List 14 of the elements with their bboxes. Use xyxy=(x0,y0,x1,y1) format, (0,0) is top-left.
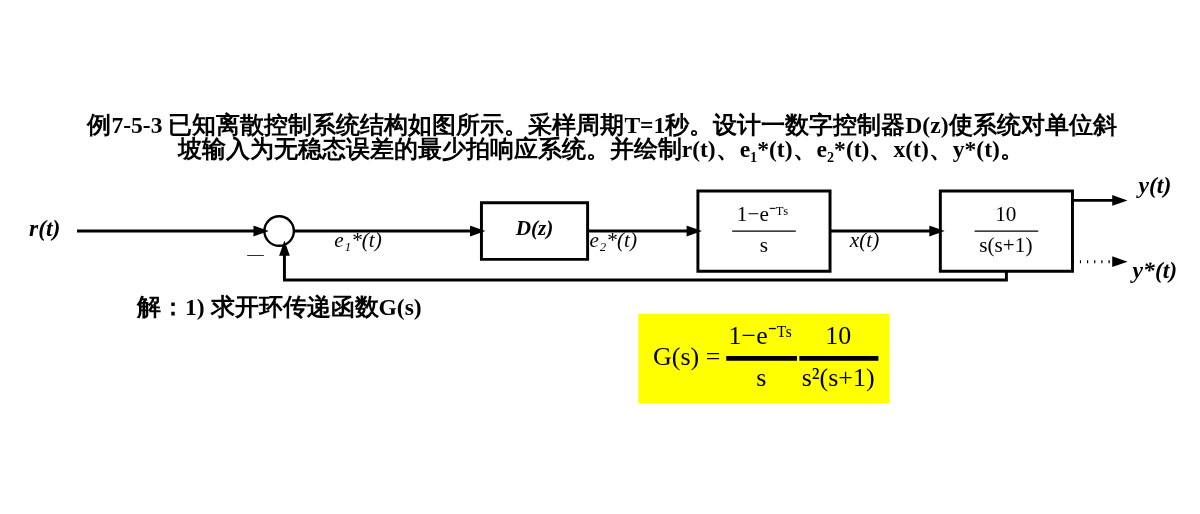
node-label: — xyxy=(247,244,264,264)
node-text: r(t) xyxy=(29,214,61,241)
label: G(s) = xyxy=(653,342,721,372)
label: 10 xyxy=(825,320,852,350)
edge-label: x(t) xyxy=(849,227,880,252)
label: s xyxy=(756,363,767,393)
diagram-title: 例7-5-3 已知离散控制系统结构如图所示。采样周期T=1秒。设计一数字控制器D(z)使系统对单位斜坡输入为无稳态误差的最少拍响应系统。并绘制r(t)、e₁*(t)、e₂*(t)、x(t)、y*(t)。 xyxy=(87,112,1117,162)
label: s²(s+1) xyxy=(801,363,875,393)
node-text: y*(t) xyxy=(1132,257,1178,284)
label: 解：1) 求开环传递函数G(s) xyxy=(136,293,422,320)
node-text: y(t) xyxy=(1138,172,1172,199)
edge-label: e₁*(t) xyxy=(334,227,382,252)
label: 1−e⁻ᵀˢ xyxy=(728,320,792,350)
edge-label: e₂*(t) xyxy=(589,227,637,252)
